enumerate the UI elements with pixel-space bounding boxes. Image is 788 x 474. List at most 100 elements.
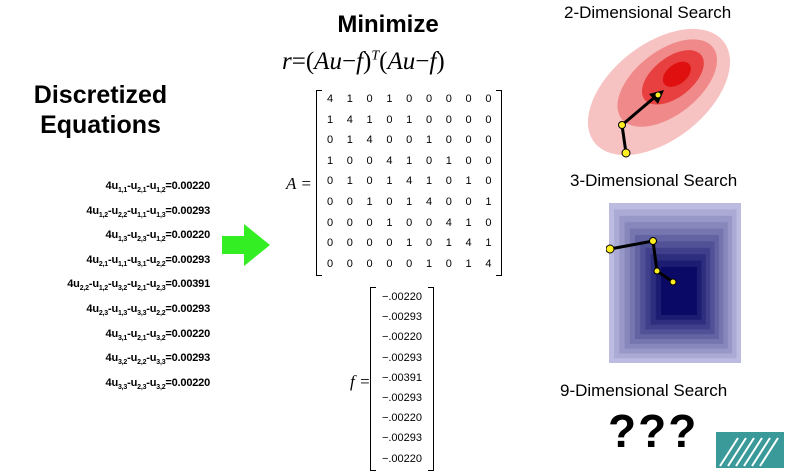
equation-token: - [127, 278, 131, 291]
matrix-a-cell: 1 [346, 175, 353, 188]
matrix-a-cell: 0 [346, 196, 353, 208]
minus-1: − [341, 48, 357, 75]
equation-token: - [146, 180, 150, 192]
matrix-a-cell: 1 [465, 257, 472, 270]
close-paren-1: ) [363, 48, 372, 75]
equation-subscript: 2,1 [137, 187, 147, 194]
matrix-a-cell: 0 [366, 154, 373, 167]
matrix-a-cell: 0 [366, 216, 373, 229]
matrix-a-cell: 4 [485, 257, 492, 270]
equation-subscript: 2,3 [137, 383, 147, 391]
equation-token: - [127, 376, 131, 389]
equation-variable: u [111, 204, 118, 217]
matrix-a-cell: 0 [445, 175, 452, 188]
equation-subscript: 1,3 [156, 211, 166, 219]
matrix-a-cell: 4 [366, 134, 373, 147]
matrix-a-cell: 1 [366, 113, 373, 126]
equation-token: - [107, 303, 112, 315]
equation-token: 4 [86, 303, 93, 315]
equation-subscript: 2,2 [156, 260, 166, 268]
equation-token: 4 [105, 180, 112, 192]
equation-token: - [107, 253, 112, 266]
equation-token: =0.00293 [165, 204, 210, 217]
equation-variable: u [111, 278, 118, 291]
equation-token: 4 [86, 253, 93, 266]
matrix-a-cell: 0 [425, 216, 433, 229]
equation-variable: u [149, 376, 157, 389]
matrix-a-cell: 0 [366, 93, 373, 105]
equation-subscript: 3,2 [117, 359, 128, 367]
equation-row: 4u3,1-u2,1-u3,2=0.00220 [106, 327, 211, 342]
matrix-a-cell: 0 [445, 113, 452, 126]
ellipse-contour-diagram [587, 28, 731, 158]
matrix-a-cell: 4 [445, 216, 452, 229]
vector-f-cell: −.00293 [381, 392, 423, 404]
matrix-a-cell: 1 [386, 93, 393, 105]
equation-subscript: 1,2 [156, 187, 166, 194]
matrix-a-cell: 0 [386, 134, 393, 147]
equation-token: 4 [86, 204, 93, 217]
matrix-a-cell: 1 [386, 216, 393, 229]
matrix-a-cell: 1 [386, 175, 393, 188]
matrix-a-cell: 1 [326, 113, 334, 126]
equation-token: 4 [67, 278, 74, 291]
equation-token: - [127, 180, 131, 192]
search-point [669, 278, 677, 286]
matrix-a-cell: 0 [406, 93, 413, 105]
equation-variable: u [130, 278, 138, 291]
matrix-a-cell: 1 [406, 113, 413, 126]
equation-token: - [146, 327, 150, 340]
matrix-a-cell: 1 [425, 175, 433, 188]
equation-subscript: 1,1 [117, 187, 128, 194]
matrix-a-cell: 1 [346, 134, 353, 147]
equation-variable: u [130, 180, 138, 192]
matrix-a-cell: 1 [445, 237, 452, 250]
matrix-a-cell: 0 [346, 216, 353, 229]
equation-subscript: 2,1 [137, 334, 147, 342]
vector-f-cell: −.00220 [381, 331, 423, 344]
equation-subscript: 2,2 [156, 310, 166, 317]
equation-variable: u [92, 278, 99, 291]
matrix-a-cell: 0 [445, 257, 452, 270]
equation-variable: u [130, 229, 138, 242]
search-point [618, 121, 626, 129]
search-step-2 [651, 240, 659, 272]
vector-f-cell: −.00220 [381, 452, 423, 465]
au-term-1: Au [314, 48, 342, 75]
matrix-a-cell: 0 [406, 216, 413, 229]
matrix-a-cell: 0 [485, 93, 492, 105]
matrix-a-cell: 0 [445, 93, 452, 105]
vector-f-cell: −.00220 [381, 412, 423, 425]
search-point [649, 237, 657, 245]
equation-token: =0.00293 [165, 253, 210, 266]
matrix-a-cell: 0 [425, 154, 433, 167]
matrix-a-cell: 1 [465, 216, 472, 229]
equation-variable: u [111, 229, 118, 242]
equation-variable: u [111, 180, 118, 192]
equation-token: - [127, 204, 131, 217]
close-paren-2: ) [436, 48, 445, 75]
equation-row: 4u1,1-u2,1-u1,2=0.00220 [105, 180, 211, 194]
equation-subscript: 3,3 [156, 359, 166, 367]
equation-variable: u [111, 352, 118, 365]
search-2d-title: 2-Dimensional Search [564, 3, 732, 22]
matrix-a-cell: 1 [346, 93, 353, 105]
matrix-a-cell: 0 [386, 257, 393, 270]
equation-subscript: 2,2 [117, 211, 128, 219]
matrix-a-cell: 1 [465, 175, 472, 188]
equation-variable: u [130, 352, 138, 365]
equals-sign: = [291, 48, 306, 75]
equation-subscript: 2,3 [156, 285, 166, 293]
equation-token: - [127, 327, 131, 340]
equation-subscript: 2,1 [98, 260, 108, 268]
vector-f-cell: −.00293 [381, 311, 423, 324]
equation-token: - [107, 278, 112, 291]
matrix-a-cell: 0 [366, 175, 373, 188]
vector-f: −.00220−.00293−.00220−.00293−.00391−.002… [370, 287, 434, 471]
right-arrow-icon [222, 224, 270, 266]
equation-token: - [146, 253, 150, 266]
equation-token: - [127, 229, 131, 242]
matrix-a-cell: 1 [366, 196, 373, 208]
equation-subscript: 3,2 [156, 383, 166, 391]
